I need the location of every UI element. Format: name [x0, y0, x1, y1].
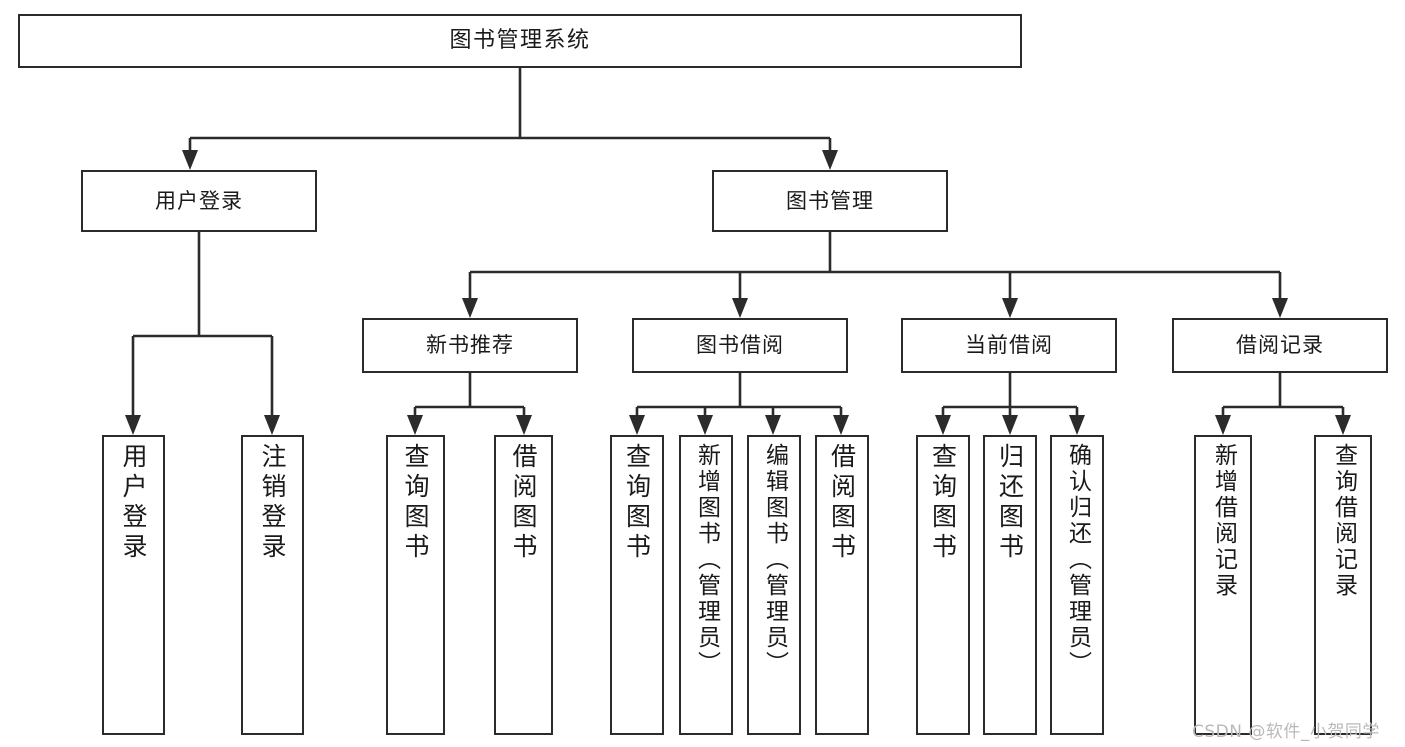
arrowhead-leaf-return-book [1002, 415, 1018, 435]
node-user-login[interactable]: 用户登录 [81, 170, 317, 232]
node-leaf-query-record[interactable]: 查询借阅记录 [1314, 435, 1372, 735]
node-leaf-confirm-return[interactable]: 确认归还（管理员） [1050, 435, 1104, 735]
arrowhead-leaf-add-book [697, 415, 713, 435]
arrowhead-leaf-edit-book [765, 415, 781, 435]
node-leaf-edit-book-label: 编辑图书（管理员） [761, 443, 788, 677]
node-borrow-record-label: 借阅记录 [1236, 333, 1324, 358]
node-leaf-add-record-label: 新增借阅记录 [1210, 443, 1237, 599]
node-user-login-label: 用户登录 [155, 188, 243, 213]
node-leaf-borrow-book-2-label: 借阅图书 [827, 443, 857, 563]
node-leaf-query-book-3[interactable]: 查询图书 [916, 435, 970, 735]
arrowhead-current-borrow [1002, 298, 1018, 318]
node-leaf-borrow-book-1[interactable]: 借阅图书 [494, 435, 553, 735]
node-leaf-query-book-1-label: 查询图书 [401, 443, 430, 563]
node-leaf-logout[interactable]: 注销登录 [241, 435, 304, 735]
node-leaf-borrow-book-2[interactable]: 借阅图书 [815, 435, 869, 735]
arrowhead-leaf-borrow-book-2 [833, 415, 849, 435]
node-current-borrow[interactable]: 当前借阅 [901, 318, 1117, 373]
arrowhead-leaf-confirm-return [1069, 415, 1085, 435]
node-leaf-return-book-label: 归还图书 [995, 443, 1025, 563]
node-leaf-query-book-2[interactable]: 查询图书 [610, 435, 664, 735]
arrowhead-book-manage [822, 150, 838, 170]
arrowhead-leaf-query-record [1335, 415, 1351, 435]
arrowhead-leaf-borrow-book-1 [516, 415, 532, 435]
node-book-manage[interactable]: 图书管理 [712, 170, 948, 232]
node-book-manage-label: 图书管理 [786, 188, 874, 213]
arrowhead-borrow-record [1272, 298, 1288, 318]
arrowhead-leaf-query-book-2 [629, 415, 645, 435]
node-leaf-edit-book[interactable]: 编辑图书（管理员） [747, 435, 801, 735]
node-leaf-query-book-2-label: 查询图书 [622, 443, 652, 563]
node-leaf-confirm-return-label: 确认归还（管理员） [1064, 443, 1091, 677]
node-new-book-recommend[interactable]: 新书推荐 [362, 318, 578, 373]
node-leaf-return-book[interactable]: 归还图书 [983, 435, 1037, 735]
node-leaf-add-record[interactable]: 新增借阅记录 [1194, 435, 1252, 735]
node-leaf-query-book-1[interactable]: 查询图书 [386, 435, 445, 735]
node-leaf-add-book[interactable]: 新增图书（管理员） [679, 435, 733, 735]
node-leaf-query-book-3-label: 查询图书 [928, 443, 958, 563]
node-new-book-recommend-label: 新书推荐 [426, 333, 514, 358]
arrowhead-user-login [182, 150, 198, 170]
node-leaf-user-login[interactable]: 用户登录 [102, 435, 165, 735]
arrowhead-new-book-recommend [462, 298, 478, 318]
arrowhead-leaf-logout [264, 415, 280, 435]
arrowhead-book-borrow [732, 298, 748, 318]
node-leaf-borrow-book-1-label: 借阅图书 [509, 443, 538, 563]
arrowhead-leaf-query-book-3 [935, 415, 951, 435]
node-borrow-record[interactable]: 借阅记录 [1172, 318, 1388, 373]
node-leaf-add-book-label: 新增图书（管理员） [693, 443, 720, 677]
arrowhead-leaf-user-login [125, 415, 141, 435]
arrowhead-leaf-query-book-1 [407, 415, 423, 435]
arrowhead-leaf-add-record [1215, 415, 1231, 435]
node-current-borrow-label: 当前借阅 [965, 333, 1053, 358]
node-book-borrow[interactable]: 图书借阅 [632, 318, 848, 373]
node-root[interactable]: 图书管理系统 [18, 14, 1022, 68]
node-leaf-user-login-label: 用户登录 [119, 443, 148, 563]
node-leaf-logout-label: 注销登录 [258, 443, 287, 563]
node-book-borrow-label: 图书借阅 [696, 333, 784, 358]
node-leaf-query-record-label: 查询借阅记录 [1330, 443, 1357, 599]
node-root-label: 图书管理系统 [449, 28, 591, 54]
